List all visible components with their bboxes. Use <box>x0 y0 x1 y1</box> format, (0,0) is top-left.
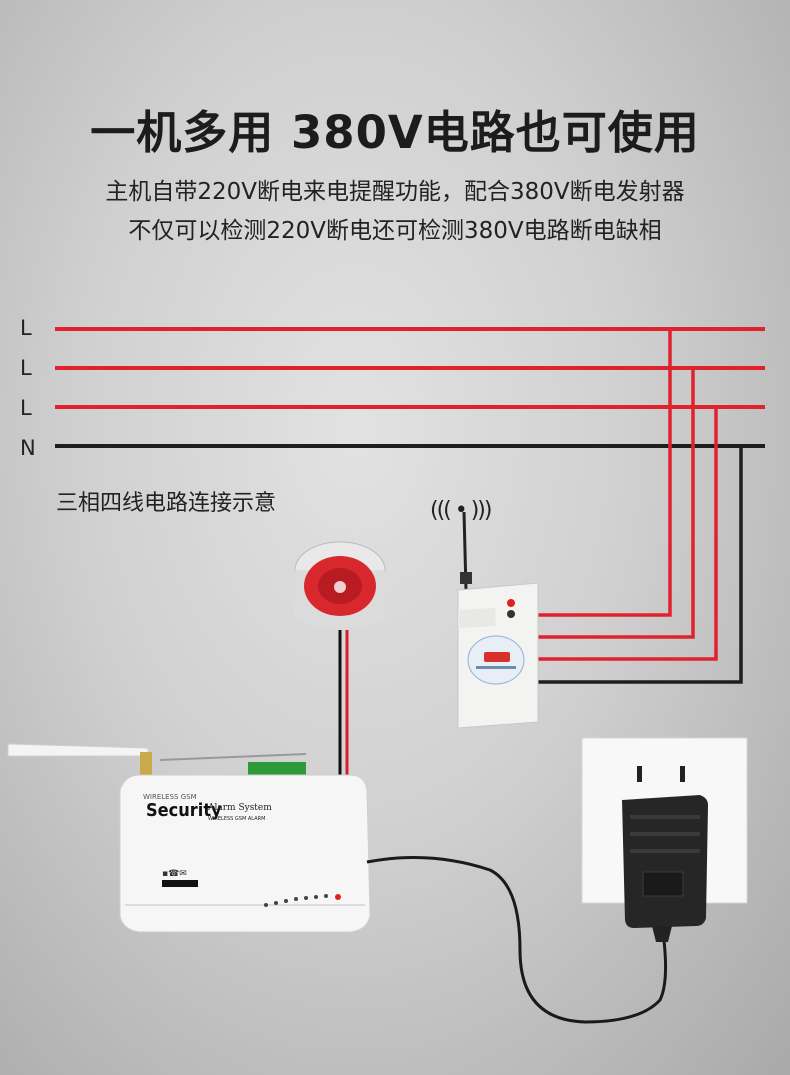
wire-label-n: N <box>20 436 36 460</box>
host-brand: Security <box>146 800 222 821</box>
wire-label-l2: L <box>20 356 32 380</box>
host-brand-sub: Alarm System <box>207 803 272 813</box>
antenna-icon <box>7 743 307 778</box>
signal-waves: ((( • ))) <box>430 498 492 523</box>
wire-label-l3: L <box>20 396 32 420</box>
siren-icon <box>294 541 386 782</box>
host-status-icons: ▪☎✉ <box>162 869 187 879</box>
bus-lines <box>55 327 765 448</box>
diagram-caption: 三相四线电路连接示意 <box>56 491 277 516</box>
transmitter-icon <box>457 511 539 729</box>
alarm-host-icon: WIRELESS GSM Security Alarm System WIREL… <box>119 774 371 933</box>
host-top-label: WIRELESS GSM <box>143 793 197 801</box>
wire-label-l1: L <box>20 316 32 340</box>
drop-wire-l2 <box>538 368 695 639</box>
transmitter-wires <box>538 329 743 684</box>
power-cable <box>366 856 668 1024</box>
host-brand-tag: WIRELESS GSM ALARM <box>208 816 265 822</box>
page-title: 一机多用 380V电路也可使用 <box>90 106 700 159</box>
subtitle-line-2: 不仅可以检测220V断电还可检测380V电路断电缺相 <box>128 218 662 244</box>
drop-wire-l1 <box>538 329 672 617</box>
host-sim-slot <box>162 880 198 887</box>
power-adapter-icon <box>622 795 708 942</box>
subtitle-line-1: 主机自带220V断电来电提醒功能，配合380V断电发射器 <box>105 179 685 205</box>
drop-wire-n <box>538 446 743 684</box>
drop-wire-l3 <box>538 407 718 661</box>
